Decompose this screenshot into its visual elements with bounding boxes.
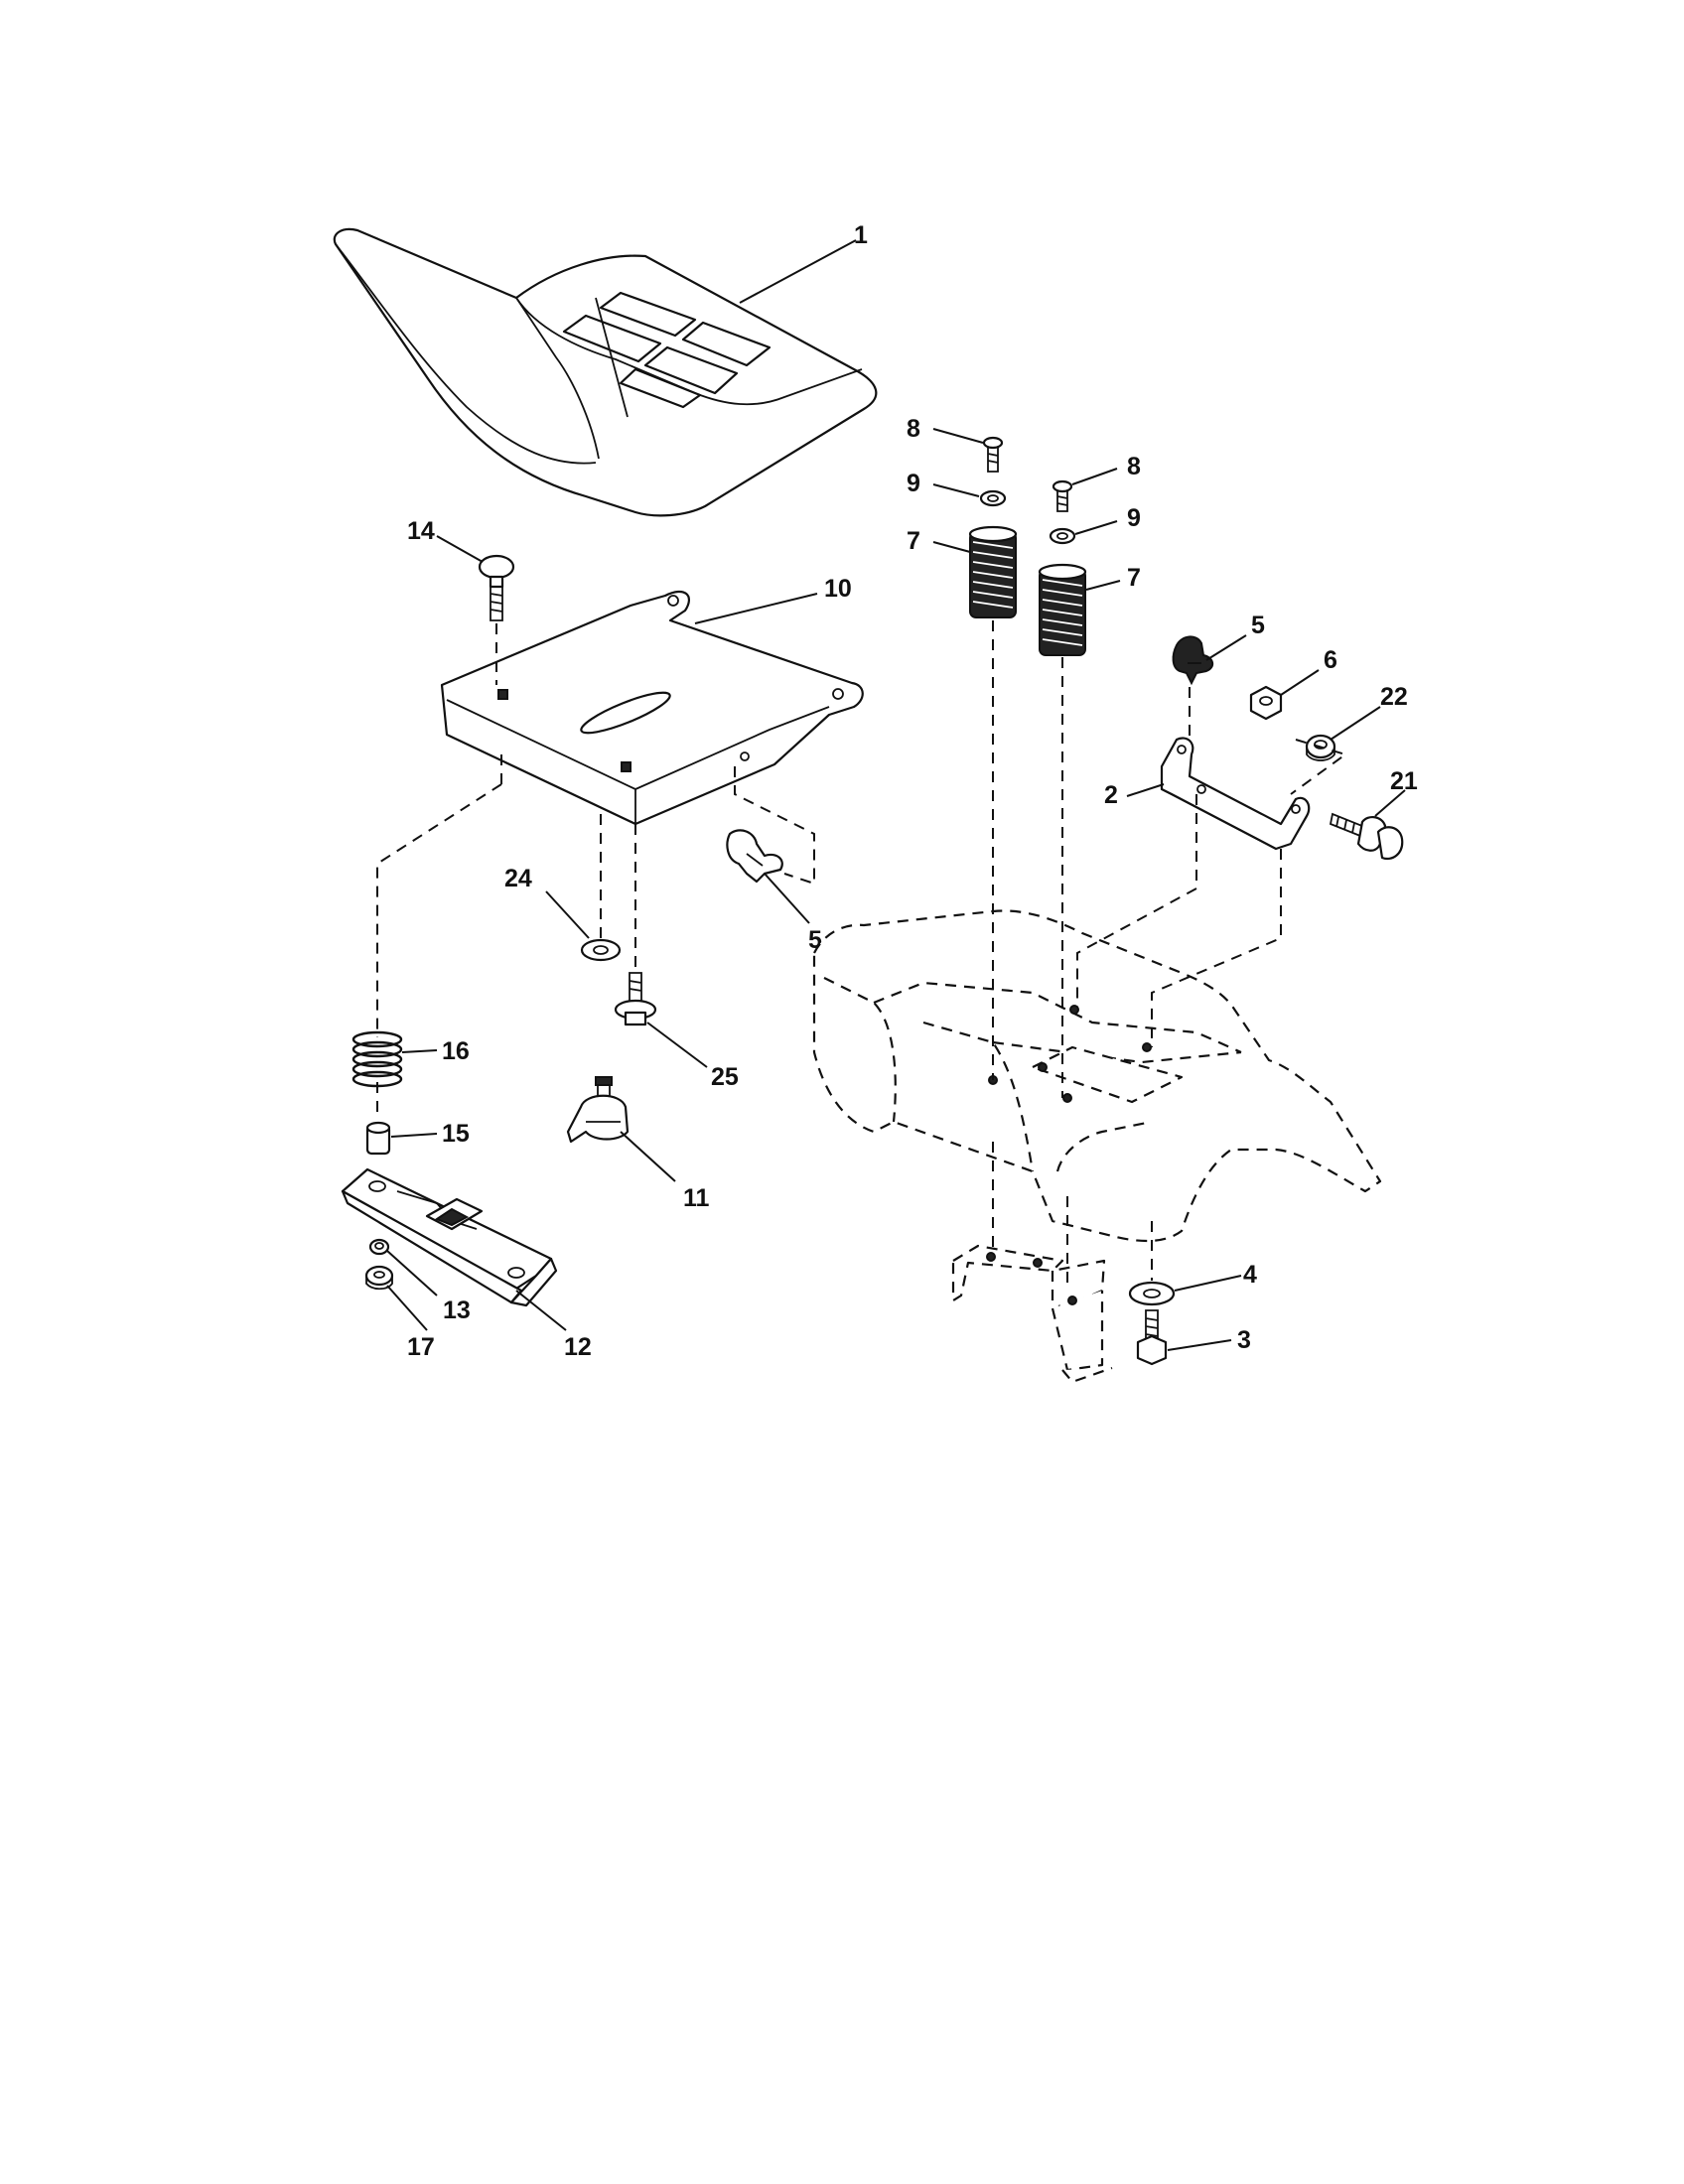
- wing-nut-left: [726, 829, 783, 884]
- callout-7a: 7: [907, 527, 920, 555]
- leader-3: [1167, 1339, 1232, 1351]
- leader-7a: [932, 541, 971, 553]
- spring-7-right: [1038, 563, 1087, 656]
- fender-support-outline: [951, 1244, 1113, 1384]
- leader-1: [739, 239, 857, 304]
- callout-6: 6: [1324, 646, 1337, 674]
- leader-24: [545, 890, 590, 939]
- leader-9b: [1074, 520, 1118, 535]
- leader-5b: [1205, 634, 1247, 661]
- spring-16: [351, 1030, 403, 1088]
- leader-14: [436, 535, 484, 563]
- carriage-bolt: [478, 554, 515, 621]
- lock-nut-6: [1249, 685, 1283, 721]
- assembly-line-2-right: [1151, 849, 1282, 1047]
- callout-9b: 9: [1127, 504, 1141, 532]
- callout-1: 1: [854, 221, 868, 249]
- leader-11: [620, 1131, 676, 1182]
- leader-22: [1330, 706, 1381, 741]
- callout-4: 4: [1243, 1261, 1257, 1289]
- seat: [333, 227, 878, 517]
- callout-24: 24: [504, 865, 532, 892]
- callout-8b: 8: [1127, 453, 1141, 480]
- leader-21: [1374, 789, 1406, 817]
- leader-4: [1174, 1275, 1242, 1292]
- callout-5b: 5: [1251, 612, 1265, 639]
- callout-9a: 9: [907, 470, 920, 497]
- assembly-line-5: [734, 766, 815, 886]
- callout-10: 10: [824, 575, 852, 603]
- washer-4: [1128, 1281, 1176, 1306]
- callout-3: 3: [1237, 1326, 1251, 1354]
- leader-2: [1126, 783, 1165, 797]
- shoulder-bolt-21: [1329, 812, 1404, 861]
- leader-8b: [1071, 468, 1118, 485]
- washer-9-left: [979, 489, 1007, 507]
- slide-plate: [341, 1167, 558, 1307]
- leader-13: [386, 1250, 438, 1297]
- leader-7b: [1085, 580, 1121, 591]
- fender-outline: [812, 909, 1382, 1243]
- washer-24: [580, 938, 622, 962]
- nut-13: [368, 1238, 390, 1256]
- callout-8a: 8: [907, 415, 920, 443]
- callout-22: 22: [1380, 683, 1408, 711]
- bolt-8-right: [1052, 479, 1073, 512]
- wing-nut-right: [1172, 635, 1214, 686]
- adjustment-knob: [566, 1076, 630, 1144]
- leader-17: [386, 1285, 428, 1331]
- assembly-line-22: [1290, 739, 1348, 795]
- shoulder-bolt: [614, 972, 657, 1026]
- callout-7b: 7: [1127, 564, 1141, 592]
- leader-12: [515, 1290, 567, 1331]
- washer-9-right: [1049, 527, 1076, 545]
- callout-12: 12: [564, 1333, 592, 1361]
- bolt-8-left: [982, 436, 1004, 473]
- leader-9a: [932, 483, 980, 497]
- assembly-line-2-left: [1076, 794, 1197, 1008]
- seat-pan: [440, 590, 864, 826]
- callout-21: 21: [1390, 767, 1418, 795]
- leader-15: [390, 1133, 438, 1138]
- leader-16: [401, 1049, 438, 1053]
- leader-10: [694, 593, 818, 624]
- callout-16: 16: [442, 1037, 470, 1065]
- spring-7-left: [968, 525, 1018, 618]
- callout-14: 14: [407, 517, 435, 545]
- leader-25: [646, 1022, 708, 1068]
- callout-25: 25: [711, 1063, 739, 1091]
- spacer-15: [365, 1121, 391, 1156]
- callout-11: 11: [683, 1184, 710, 1212]
- hex-bolt-3: [1136, 1309, 1168, 1366]
- callout-2: 2: [1104, 781, 1118, 809]
- leader-5a: [764, 873, 810, 924]
- leader-8a: [932, 428, 984, 444]
- callout-17: 17: [407, 1333, 435, 1361]
- callout-13: 13: [443, 1297, 471, 1324]
- assembly-line-16: [376, 783, 502, 1037]
- flange-nut-17: [364, 1265, 394, 1291]
- leader-6: [1280, 669, 1320, 696]
- callout-15: 15: [442, 1120, 470, 1148]
- pivot-bracket: [1160, 737, 1311, 851]
